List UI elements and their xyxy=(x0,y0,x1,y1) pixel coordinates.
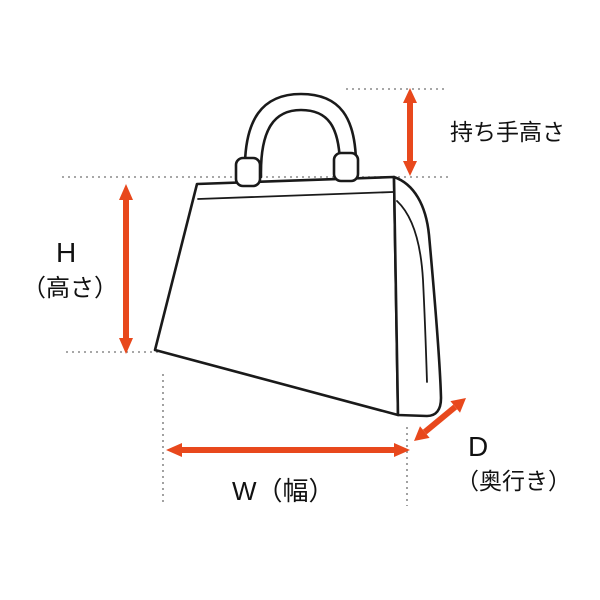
height-label-sub: （高さ） xyxy=(22,275,118,302)
height-label-letter: H xyxy=(56,237,76,268)
bag-handle-inner xyxy=(259,108,342,179)
arrow-head-up xyxy=(403,88,417,103)
depth-label-sub: （奥行き） xyxy=(456,468,571,494)
bag-gusset-fold xyxy=(396,200,428,383)
arrow-head-right xyxy=(394,443,410,457)
bag-front-panel xyxy=(153,175,400,417)
height-arrow xyxy=(119,184,133,354)
bag-handle-fitting-right xyxy=(332,151,360,183)
depth-arrow xyxy=(414,398,466,441)
arrow-head-down xyxy=(403,161,417,176)
guide-lines xyxy=(62,88,450,506)
width-arrow xyxy=(166,443,410,457)
arrow-head-down xyxy=(119,338,133,354)
handbag-drawing xyxy=(153,92,443,418)
width-label: W（幅） xyxy=(232,476,335,506)
arrow-head-up xyxy=(119,184,133,200)
handle-height-label: 持ち手高さ xyxy=(450,119,565,145)
arrow-head-up-right xyxy=(450,398,466,413)
bag-handle-outer xyxy=(243,92,358,179)
arrow-head-down-left xyxy=(414,426,430,441)
arrow-head-left xyxy=(166,443,182,457)
depth-label-letter: D xyxy=(468,431,488,462)
bag-flap-edge xyxy=(197,191,394,200)
bag-handle-fitting-left xyxy=(234,156,262,188)
handle-height-arrow xyxy=(403,88,417,176)
bag-side-panel xyxy=(392,175,443,418)
